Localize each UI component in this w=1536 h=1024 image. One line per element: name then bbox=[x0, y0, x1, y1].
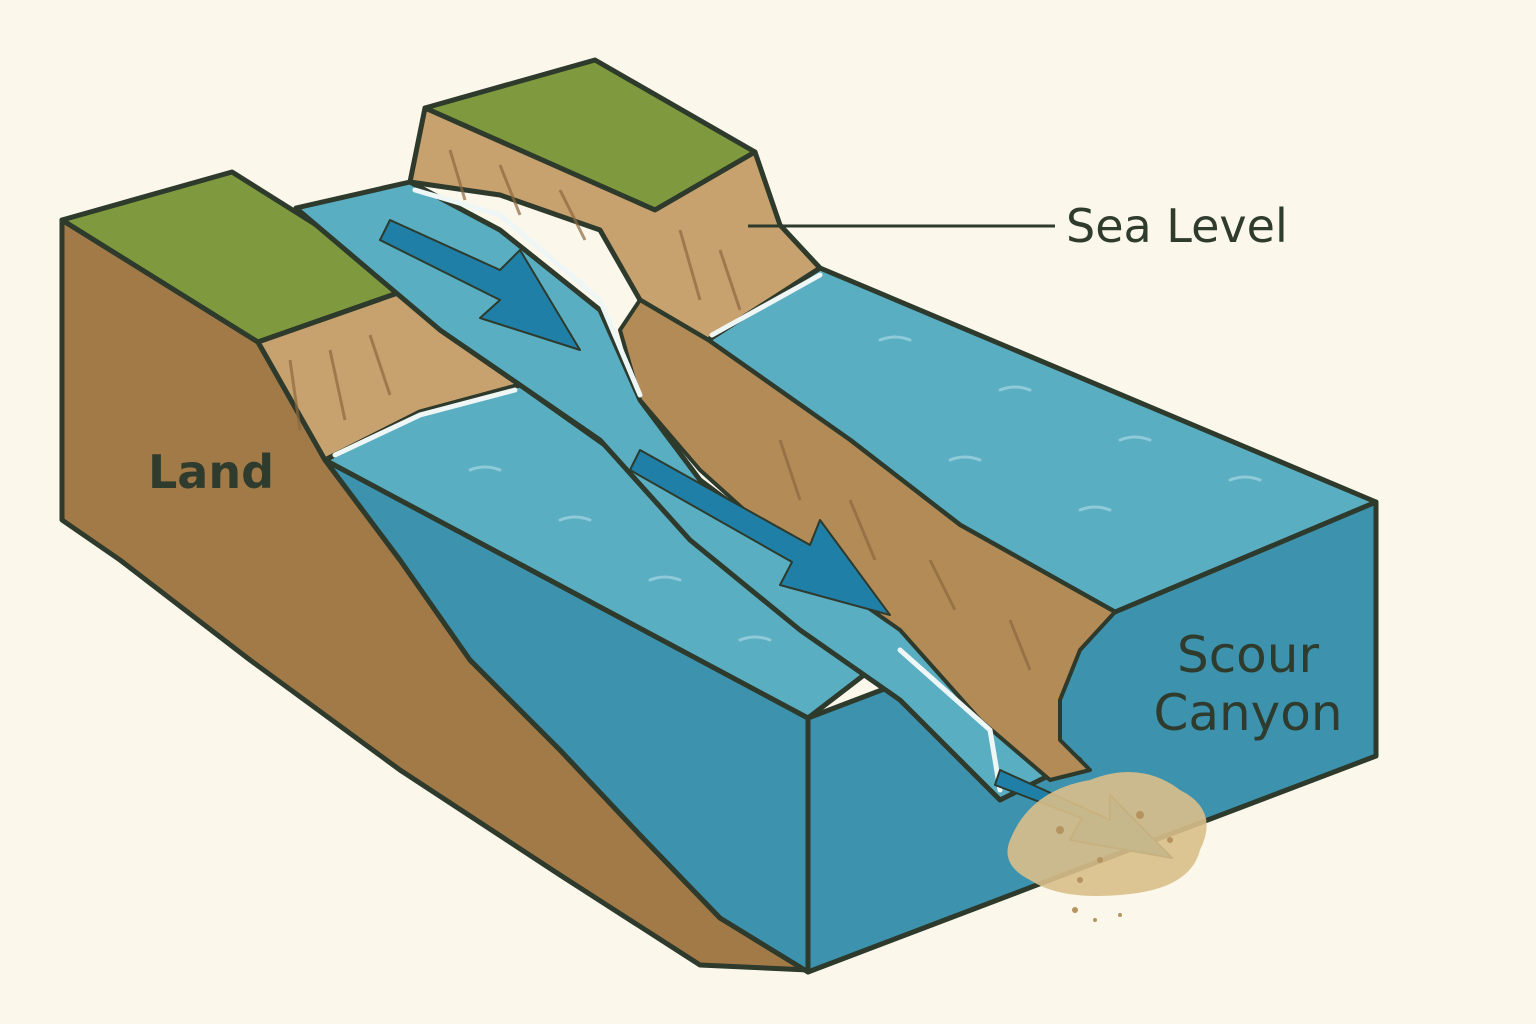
cliff-texture bbox=[288, 149, 1032, 671]
water-ripples bbox=[468, 335, 1262, 642]
sediment-deposit bbox=[1007, 772, 1207, 922]
land-label: Land bbox=[148, 445, 274, 499]
scour-canyon-label-line2: Canyon bbox=[1153, 684, 1342, 742]
current-arrow-middle bbox=[629, 449, 891, 616]
scour-canyon-label-line1: Scour bbox=[1177, 626, 1320, 684]
shoreline-foam bbox=[332, 187, 1003, 793]
current-arrow-upper bbox=[379, 219, 581, 351]
sea-level-label: Sea Level bbox=[1066, 199, 1288, 253]
